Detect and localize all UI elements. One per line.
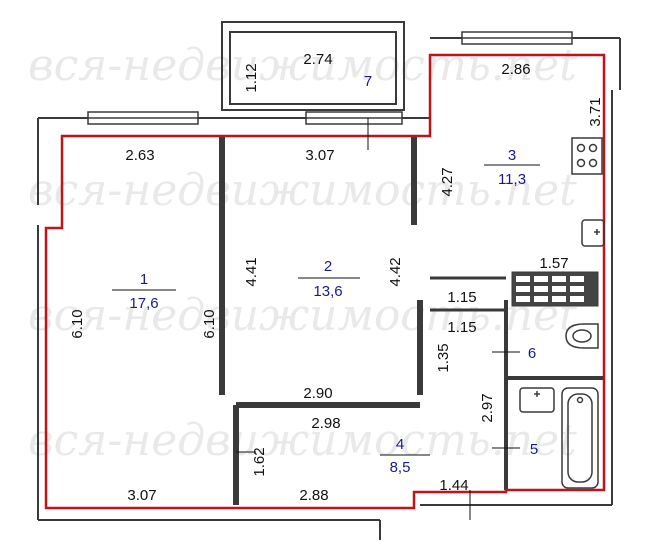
watermark: вся-недвижимость.net вся-недвижимость.ne… — [28, 40, 577, 466]
dim-hall-left: 1.62 — [251, 447, 268, 476]
dim-kitchen-bottom: 1.57 — [539, 255, 568, 272]
room-4-area: 8,5 — [390, 459, 411, 476]
dim-hall-top: 2.98 — [311, 415, 340, 432]
room-3-area: 11,3 — [498, 171, 526, 188]
room-1-number: 1 — [140, 271, 148, 288]
balcony-inner-wall — [229, 31, 397, 105]
apartment-outline — [44, 53, 606, 510]
radiator-icon — [511, 271, 599, 307]
dim-corridor-top-b: 1.15 — [447, 319, 476, 336]
washbasin-icon — [519, 387, 555, 413]
dim-room1-left: 6.10 — [69, 309, 86, 338]
dim-room1-bottom: 3.07 — [127, 487, 156, 504]
room-5-number: 5 — [530, 441, 538, 458]
room-4-number: 4 — [396, 436, 404, 453]
dim-bath-left: 2.97 — [479, 393, 496, 422]
dim-balcony-width: 2.74 — [303, 51, 332, 68]
dim-kitchen-top: 2.86 — [501, 61, 530, 78]
walls — [37, 21, 621, 540]
dim-wc-left: 1.35 — [435, 343, 452, 372]
watermark-line: вся-недвижимость.net — [28, 290, 577, 341]
room-3-number: 3 — [508, 147, 516, 164]
dim-room2-top: 3.07 — [305, 147, 334, 164]
room-7-number: 7 — [364, 73, 372, 90]
windows — [87, 31, 573, 125]
dim-corridor-top-a: 1.15 — [447, 289, 476, 306]
room-labels: 1 17,6 2 13,6 3 11,3 4 8,5 5 6 7 — [129, 73, 538, 476]
dim-balcony-depth: 1.12 — [243, 63, 260, 92]
room-2-number: 2 — [324, 258, 332, 275]
dimension-labels: 2.74 1.12 2.86 3.71 2.63 3.07 4.27 1.57 … — [69, 51, 604, 504]
dim-kitchen-left: 4.27 — [439, 167, 456, 196]
dim-room2-right: 4.42 — [387, 257, 404, 286]
balcony-wall — [221, 21, 405, 111]
watermark-line: вся-недвижимость.net — [28, 415, 577, 466]
room-6-number: 6 — [528, 345, 536, 362]
room-2-area: 13,6 — [313, 283, 342, 300]
dim-room2-left: 4.41 — [243, 257, 260, 286]
dim-hall-bottom: 2.88 — [299, 487, 328, 504]
kitchen-sink-icon — [581, 219, 605, 247]
dim-room1-top: 2.63 — [125, 147, 154, 164]
dimension-lines — [112, 118, 540, 520]
dim-entrance: 1.44 — [439, 477, 468, 494]
bathtub-icon — [561, 387, 599, 489]
dim-room2-bottom: 2.90 — [303, 385, 332, 402]
dim-kitchen-right: 3.71 — [587, 97, 604, 126]
stove-icon — [571, 137, 603, 175]
toilet-icon — [565, 323, 599, 349]
room-1-area: 17,6 — [129, 295, 158, 312]
watermark-line: вся-недвижимость.net — [28, 40, 577, 91]
watermark-line: вся-недвижимость.net — [28, 165, 577, 216]
dim-room1-right: 6.10 — [201, 309, 218, 338]
